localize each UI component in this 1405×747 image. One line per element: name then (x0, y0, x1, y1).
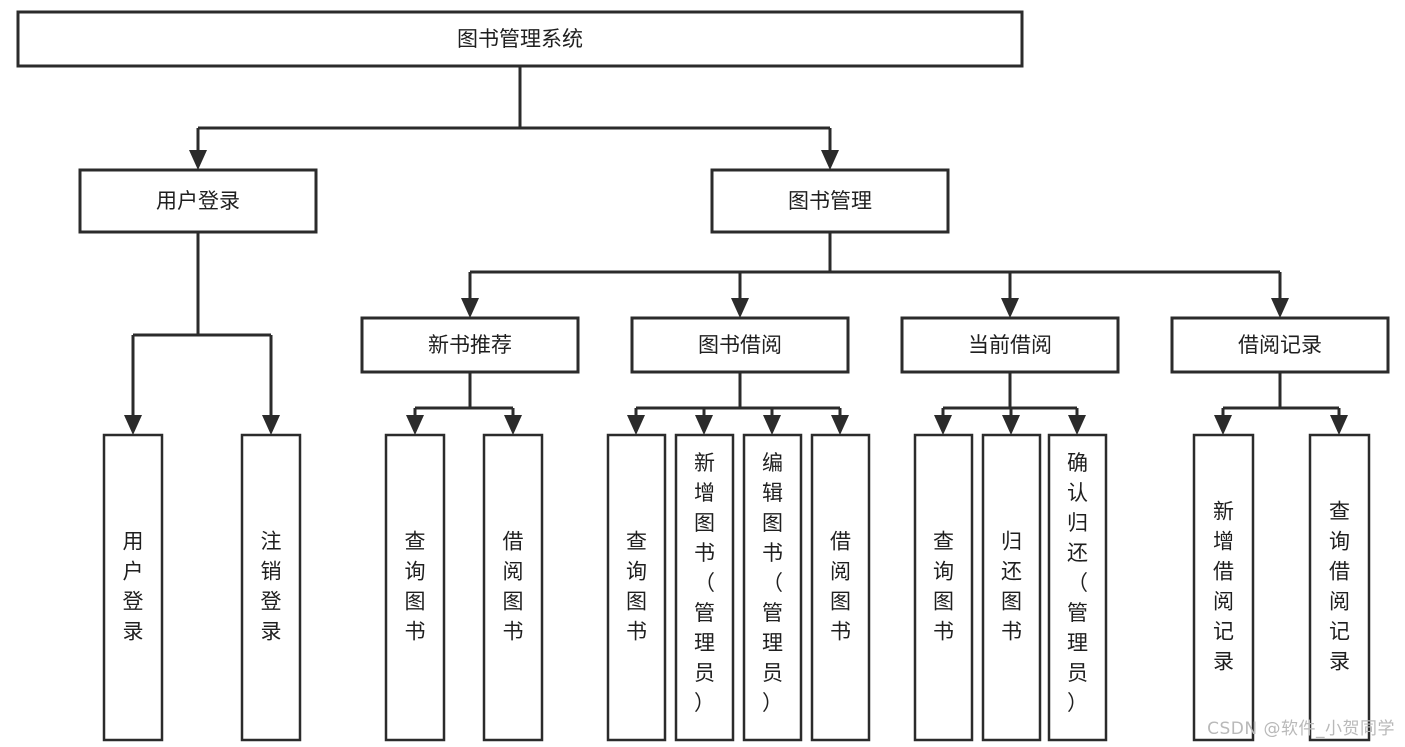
node-box[interactable] (742, 433, 803, 742)
current-to-leaf-1-arrowhead-icon (934, 415, 952, 435)
node-label: 新增图书（管理员） (694, 451, 715, 715)
borrow-to-leaf-1-arrowhead-icon (627, 415, 645, 435)
node-label: 确认归还（管理员） (1067, 451, 1088, 715)
node-label: 编辑图书（管理员） (762, 451, 783, 715)
node-box[interactable] (240, 433, 302, 742)
level3-node-2-当前借阅[interactable]: 当前借阅 (900, 316, 1120, 374)
root-node-0-图书管理系统[interactable]: 图书管理系统 (16, 10, 1024, 68)
node-box[interactable] (78, 168, 318, 234)
node-label: 用户登录 (156, 189, 240, 213)
book-manage-to-new-book-arrowhead-icon (461, 298, 479, 318)
book-manage-to-current-arrowhead-icon (1001, 298, 1019, 318)
borrow-to-leaf-2-arrowhead-icon (695, 415, 713, 435)
node-box[interactable] (674, 433, 735, 742)
record-to-leaf-1-arrowhead-icon (1214, 415, 1232, 435)
node-label: 注销登录 (261, 530, 282, 644)
leaf-node-6-编辑图书管理[interactable]: 编辑图书（管理员） (742, 433, 803, 742)
node-box[interactable] (630, 316, 850, 374)
node-box[interactable] (102, 433, 164, 742)
node-box[interactable] (482, 433, 544, 742)
node-label: 借阅图书 (503, 530, 524, 644)
level2-node-1-图书管理[interactable]: 图书管理 (710, 168, 950, 234)
record-to-leaf-2-arrowhead-icon (1330, 415, 1348, 435)
node-box[interactable] (384, 433, 446, 742)
root-to-book-manage-arrowhead-icon (821, 150, 839, 170)
node-label: 查询图书 (626, 530, 647, 644)
level3-node-1-图书借阅[interactable]: 图书借阅 (630, 316, 850, 374)
leaf-node-0-用户登录[interactable]: 用户登录 (102, 433, 164, 742)
leaf-node-2-查询图书[interactable]: 查询图书 (384, 433, 446, 742)
node-box[interactable] (1047, 433, 1108, 742)
node-box[interactable] (606, 433, 667, 742)
node-box[interactable] (710, 168, 950, 234)
new-book-to-leaf-2-arrowhead-icon (504, 415, 522, 435)
leaf-node-8-查询图书[interactable]: 查询图书 (913, 433, 974, 742)
node-box[interactable] (900, 316, 1120, 374)
leaf-node-5-新增图书管理[interactable]: 新增图书（管理员） (674, 433, 735, 742)
borrow-to-leaf-3-arrowhead-icon (763, 415, 781, 435)
node-box[interactable] (1192, 433, 1255, 742)
node-label: 查询借阅记录 (1329, 500, 1350, 674)
leaf-node-12-查询借阅记录[interactable]: 查询借阅记录 (1308, 433, 1371, 742)
current-to-leaf-2-arrowhead-icon (1002, 415, 1020, 435)
node-label: 图书借阅 (698, 333, 782, 357)
level3-node-3-借阅记录[interactable]: 借阅记录 (1170, 316, 1390, 374)
node-label: 查询图书 (933, 530, 954, 644)
book-manage-to-record-arrowhead-icon (1271, 298, 1289, 318)
node-box[interactable] (810, 433, 871, 742)
user-login-to-leaf-1-arrowhead-icon (124, 415, 142, 435)
leaf-node-10-确认归还管理[interactable]: 确认归还（管理员） (1047, 433, 1108, 742)
nodes-layer: 图书管理系统用户登录图书管理新书推荐图书借阅当前借阅借阅记录用户登录注销登录查询… (16, 10, 1390, 742)
node-label: 新书推荐 (428, 333, 512, 357)
borrow-to-leaf-4-arrowhead-icon (831, 415, 849, 435)
leaf-node-1-注销登录[interactable]: 注销登录 (240, 433, 302, 742)
node-label: 当前借阅 (968, 333, 1052, 357)
connectors-layer (124, 66, 1348, 435)
current-to-leaf-3-arrowhead-icon (1068, 415, 1086, 435)
node-box[interactable] (913, 433, 974, 742)
node-box[interactable] (16, 10, 1024, 68)
leaf-node-9-归还图书[interactable]: 归还图书 (981, 433, 1042, 742)
node-label: 图书管理系统 (457, 27, 583, 51)
node-label: 新增借阅记录 (1213, 500, 1234, 674)
node-label: 借阅图书 (830, 530, 851, 644)
node-box[interactable] (1308, 433, 1371, 742)
leaf-node-3-借阅图书[interactable]: 借阅图书 (482, 433, 544, 742)
level2-node-0-用户登录[interactable]: 用户登录 (78, 168, 318, 234)
node-label: 图书管理 (788, 189, 872, 213)
leaf-node-11-新增借阅记录[interactable]: 新增借阅记录 (1192, 433, 1255, 742)
node-box[interactable] (981, 433, 1042, 742)
user-login-to-leaf-2-arrowhead-icon (262, 415, 280, 435)
node-label: 查询图书 (405, 530, 426, 644)
new-book-to-leaf-1-arrowhead-icon (406, 415, 424, 435)
level3-node-0-新书推荐[interactable]: 新书推荐 (360, 316, 580, 374)
node-label: 借阅记录 (1238, 333, 1322, 357)
leaf-node-4-查询图书[interactable]: 查询图书 (606, 433, 667, 742)
node-box[interactable] (1170, 316, 1390, 374)
root-to-user-login-arrowhead-icon (189, 150, 207, 170)
node-label: 归还图书 (1001, 530, 1022, 644)
node-label: 用户登录 (123, 530, 144, 644)
csdn-watermark: CSDN @软件_小贺同学 (1207, 719, 1395, 739)
book-manage-to-borrow-arrowhead-icon (731, 298, 749, 318)
leaf-node-7-借阅图书[interactable]: 借阅图书 (810, 433, 871, 742)
node-box[interactable] (360, 316, 580, 374)
